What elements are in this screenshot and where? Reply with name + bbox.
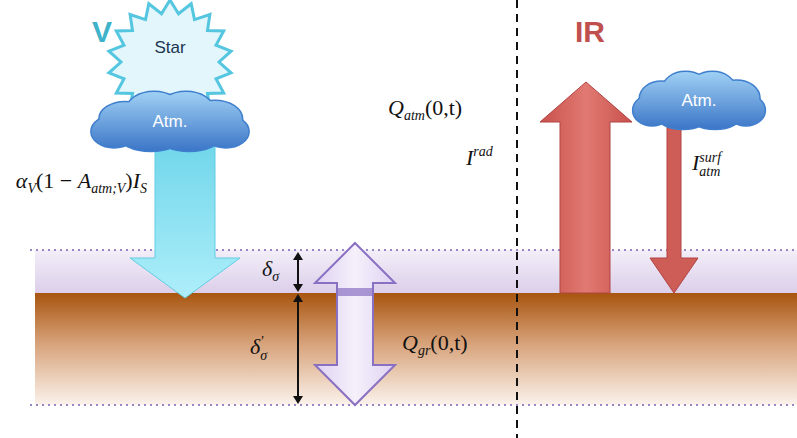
ground-layer [35, 293, 797, 405]
node-label: Star [154, 38, 185, 58]
thickness-arrows [293, 252, 303, 404]
ir-back-radiation-arrow [650, 125, 698, 293]
label-part: atm [699, 165, 721, 179]
script-stack: surfatm [699, 151, 721, 179]
label-part: I [466, 145, 473, 170]
label-part: σ [260, 349, 267, 363]
label-part: δ [250, 334, 260, 359]
atmosphere-cloud: Atm. [90, 92, 250, 152]
label-part: (1 − [36, 168, 78, 193]
atmosphere-cloud: Atm. [632, 72, 766, 130]
label-part: (0,t) [425, 95, 462, 120]
label-part: α [16, 168, 28, 193]
band-label: V [92, 14, 112, 50]
label-part: rad [473, 144, 492, 159]
visible-flux-arrow [130, 140, 240, 298]
flux-label: Isurfatm [692, 150, 721, 179]
label-part: V [92, 15, 112, 48]
flux-label: Qatm(0,t) [388, 95, 462, 125]
label-part: IR [575, 15, 605, 48]
label-part: surf [699, 151, 721, 165]
script-stack: 'σ [260, 335, 267, 363]
label-part: A [78, 168, 91, 193]
flux-label: Qgr(0,t) [402, 330, 468, 360]
label-part: atm [404, 108, 425, 123]
depth-line [30, 404, 797, 406]
label-part: ) [125, 168, 132, 193]
surface-line [30, 249, 797, 251]
node-label: Atm. [682, 91, 717, 111]
label-part: S [140, 181, 147, 196]
label-part: atm;V [91, 181, 125, 196]
label-part: I [133, 168, 140, 193]
label-part: V [27, 181, 36, 196]
label-part: gr [418, 343, 430, 358]
label-part: σ [272, 269, 279, 284]
interface-mark [337, 288, 373, 296]
node-label: Atm. [153, 112, 188, 132]
ir-emission-arrow [540, 82, 632, 293]
flux-label: Irad [466, 144, 493, 171]
label-part: I [692, 150, 699, 175]
label-part: ' [260, 335, 267, 349]
divider [516, 0, 518, 438]
thickness-label: δ'σ [250, 334, 267, 363]
label-part: Q [402, 330, 418, 355]
label-part: (0,t) [430, 330, 467, 355]
label-part: δ [262, 256, 272, 281]
heat-flux-arrow [315, 243, 395, 405]
thickness-label: δσ [262, 256, 279, 286]
absorbed-flux-label: αV(1 − Aatm;V)IS [16, 168, 147, 198]
band-label: IR [575, 14, 605, 50]
label-part: Q [388, 95, 404, 120]
